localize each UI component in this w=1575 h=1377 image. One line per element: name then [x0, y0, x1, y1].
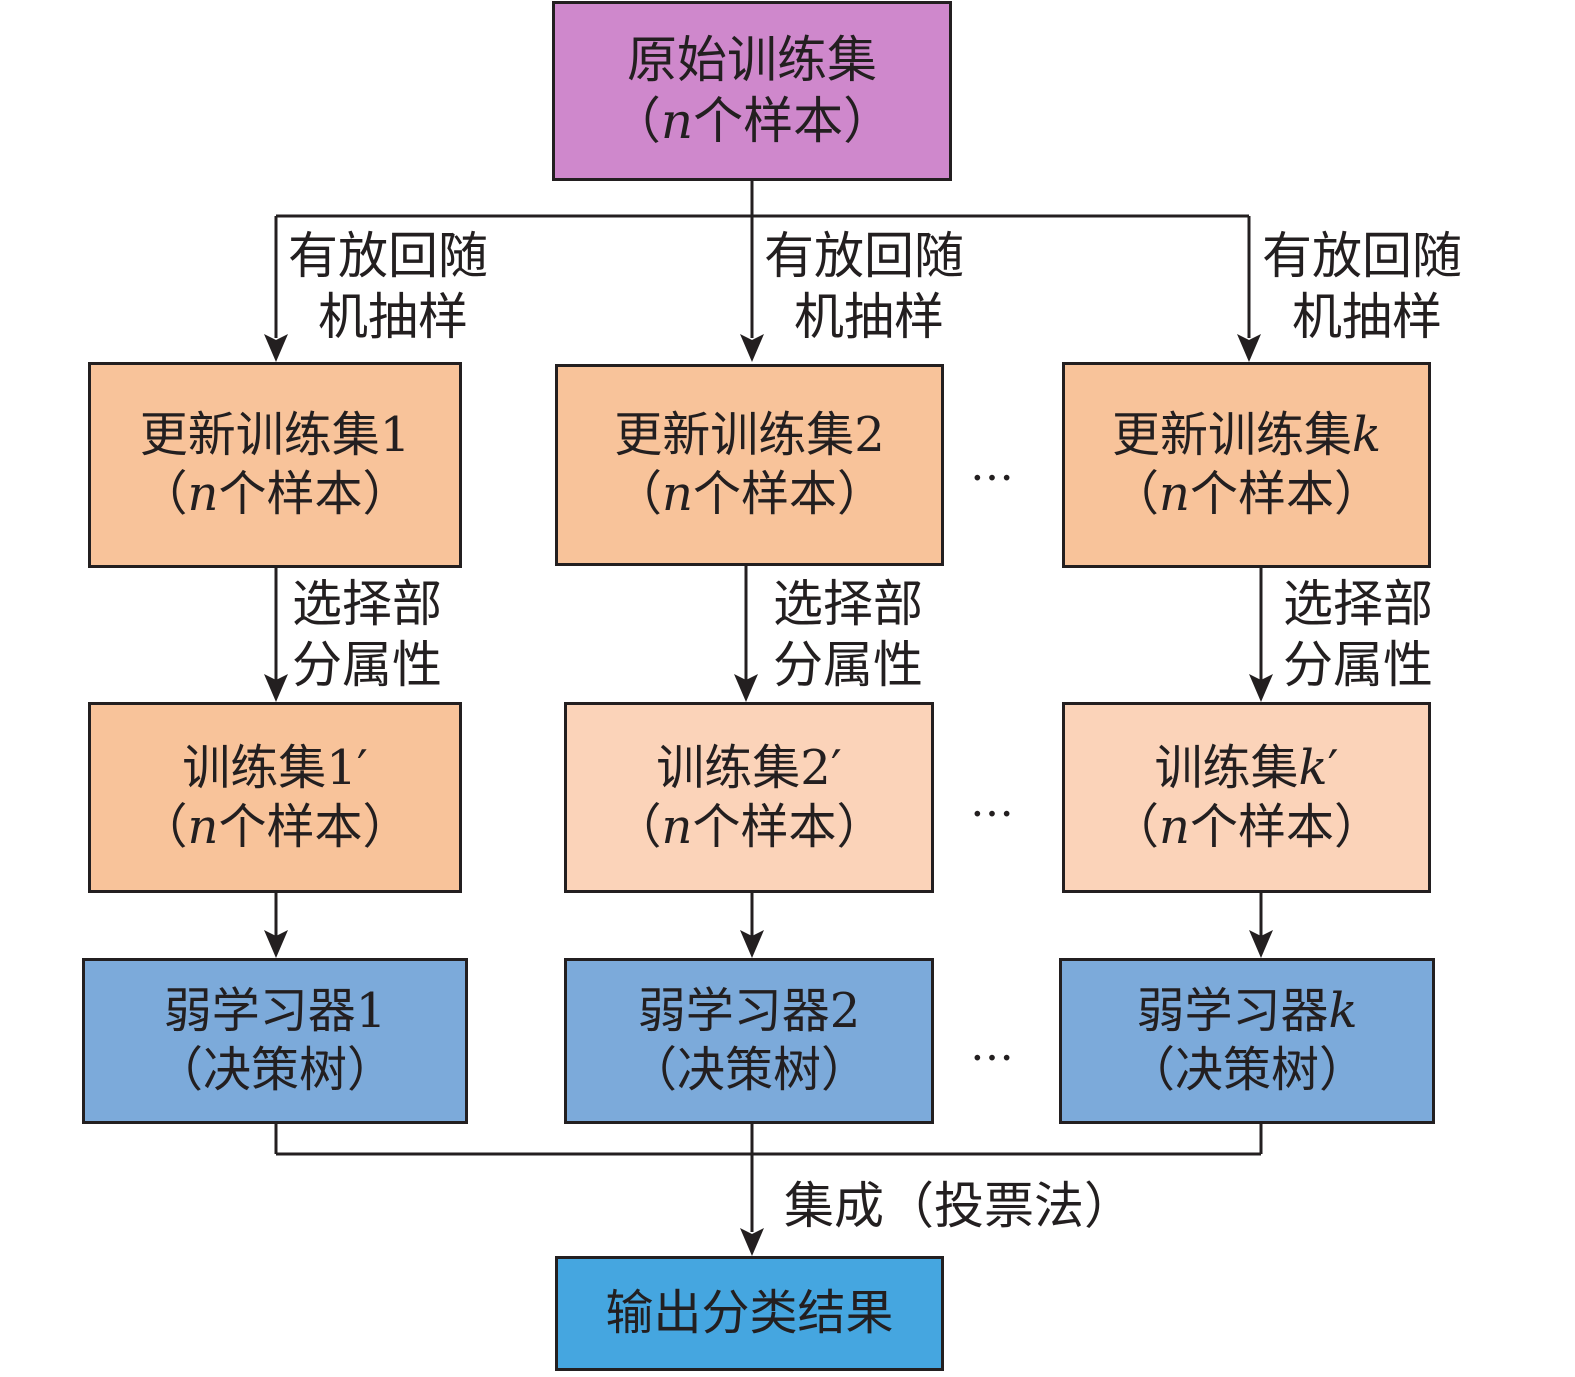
updated-training-set-box-2: 更新训练集2 （n个样本） [555, 364, 944, 566]
sampling-label-2: 有放回随 机抽样 [764, 227, 964, 346]
arrowhead [264, 930, 288, 958]
sub-training-set-box-k: 训练集k′ （n个样本） [1062, 702, 1431, 893]
sampling-label-k: 有放回随 机抽样 [1262, 227, 1462, 346]
weak-learner-box-k: 弱学习器k （决策树） [1059, 958, 1435, 1124]
sampling-label-1: 有放回随 机抽样 [288, 227, 488, 346]
original-training-set-box: 原始训练集 （n个样本） [552, 1, 952, 181]
arrowhead [740, 930, 764, 958]
ellipsis: … [970, 776, 1016, 827]
arrowhead [734, 674, 758, 702]
attribute-label-1: 选择部 分属性 [292, 575, 442, 694]
arrowhead [1237, 334, 1261, 362]
output-classification-box: 输出分类结果 [555, 1256, 944, 1371]
attribute-label-2: 选择部 分属性 [773, 575, 923, 694]
updated-training-set-box-1: 更新训练集1 （n个样本） [88, 362, 462, 568]
ensemble-label: 集成（投票法） [784, 1177, 1134, 1235]
arrowhead [264, 674, 288, 702]
arrowhead [1249, 674, 1273, 702]
box-title: 原始训练集 [627, 31, 877, 89]
attribute-label-k: 选择部 分属性 [1283, 575, 1433, 694]
box-title: 输出分类结果 [605, 1285, 894, 1342]
weak-learner-box-2: 弱学习器2 （决策树） [564, 958, 934, 1124]
sub-training-set-box-2: 训练集2′ （n个样本） [564, 702, 934, 893]
ellipsis: … [970, 1020, 1016, 1071]
updated-training-set-box-k: 更新训练集k （n个样本） [1062, 362, 1431, 568]
ellipsis: … [970, 440, 1016, 491]
arrowhead [1249, 930, 1273, 958]
weak-learner-box-1: 弱学习器1 （决策树） [82, 958, 468, 1124]
arrowhead [264, 334, 288, 362]
sub-training-set-box-1: 训练集1′ （n个样本） [88, 702, 462, 893]
arrowhead [740, 334, 764, 362]
arrowhead [740, 1228, 764, 1256]
box-subtitle: （n个样本） [610, 92, 894, 150]
